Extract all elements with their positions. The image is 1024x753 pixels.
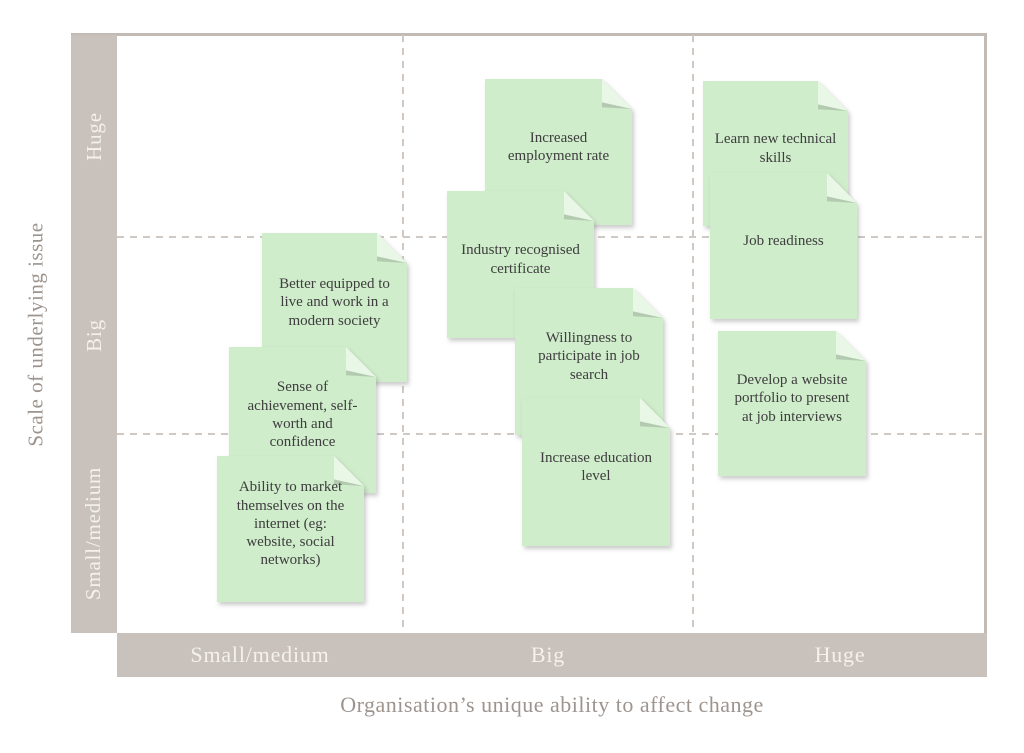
y-axis-label-huge: Huge — [71, 35, 117, 237]
x-axis-band: Small/medium Big Huge — [117, 633, 987, 677]
vertical-gridline — [692, 35, 694, 633]
sticky-note-text: Willingness to participate in job search — [538, 330, 640, 383]
plot-right-border — [984, 33, 987, 634]
sticky-note[interactable]: Ability to market themselves on the inte… — [217, 456, 364, 602]
x-axis-label-huge: Huge — [814, 642, 866, 667]
sticky-note-body: Increased employment rate — [485, 79, 632, 225]
folded-corner-shadow — [377, 256, 407, 263]
sticky-note-text: Increased employment rate — [507, 129, 610, 164]
x-axis-label-big: Big — [530, 642, 566, 667]
folded-corner-shadow — [836, 354, 866, 361]
sticky-note-body: Learn new technical skills — [703, 81, 848, 226]
x-axis-title: Organisation’s unique ability to affect … — [340, 692, 764, 717]
folded-corner-shadow — [633, 311, 663, 318]
folded-corner-shadow — [346, 370, 376, 377]
sticky-note-text: Better equipped to live and work in a mo… — [279, 276, 390, 329]
y-axis-band — [71, 35, 117, 633]
sticky-note-body: Ability to market themselves on the inte… — [217, 456, 364, 602]
y-axis-label-big: Big — [71, 237, 117, 434]
sticky-note-body: Willingness to participate in job search — [515, 288, 663, 435]
y-axis-title-text: Scale of underlying issue — [23, 221, 48, 447]
sticky-note[interactable]: Job readiness — [710, 173, 857, 319]
sticky-note-body: Job readiness — [710, 173, 857, 319]
y-axis-label-text: Huge — [81, 111, 106, 161]
sticky-note-body: Industry recognised certificate — [447, 191, 594, 338]
sticky-note[interactable]: Increase education level — [522, 398, 670, 546]
sticky-note-text: Job readiness — [743, 232, 824, 249]
sticky-note-body: Increase education level — [522, 398, 670, 546]
y-axis-label-text: Small/medium — [81, 466, 106, 601]
sticky-note-text: Sense of achievement, self-worth and con… — [247, 379, 358, 451]
sticky-note-body: Sense of achievement, self-worth and con… — [229, 347, 376, 493]
plot-top-border — [71, 33, 987, 36]
sticky-note-text: Develop a website portfolio to present a… — [734, 372, 850, 425]
x-axis-label-small-medium: Small/medium — [190, 642, 330, 667]
sticky-note-text: Learn new technical skills — [714, 131, 837, 166]
y-axis-label-small-medium: Small/medium — [71, 434, 117, 633]
sticky-note-text: Industry recognised certificate — [461, 242, 580, 277]
sticky-note-text: Ability to market themselves on the inte… — [236, 479, 345, 569]
folded-corner-shadow — [334, 479, 364, 486]
sticky-note-body: Develop a website portfolio to present a… — [718, 331, 866, 476]
sticky-note[interactable]: Develop a website portfolio to present a… — [718, 331, 866, 476]
y-axis-label-text: Big — [81, 319, 106, 352]
sticky-note-text: Increase education level — [539, 449, 653, 484]
sticky-note-body: Better equipped to live and work in a mo… — [262, 233, 407, 382]
y-axis-title: Scale of underlying issue — [0, 35, 72, 633]
sticky-note[interactable]: Better equipped to live and work in a mo… — [262, 233, 407, 382]
folded-corner-shadow — [640, 421, 670, 428]
